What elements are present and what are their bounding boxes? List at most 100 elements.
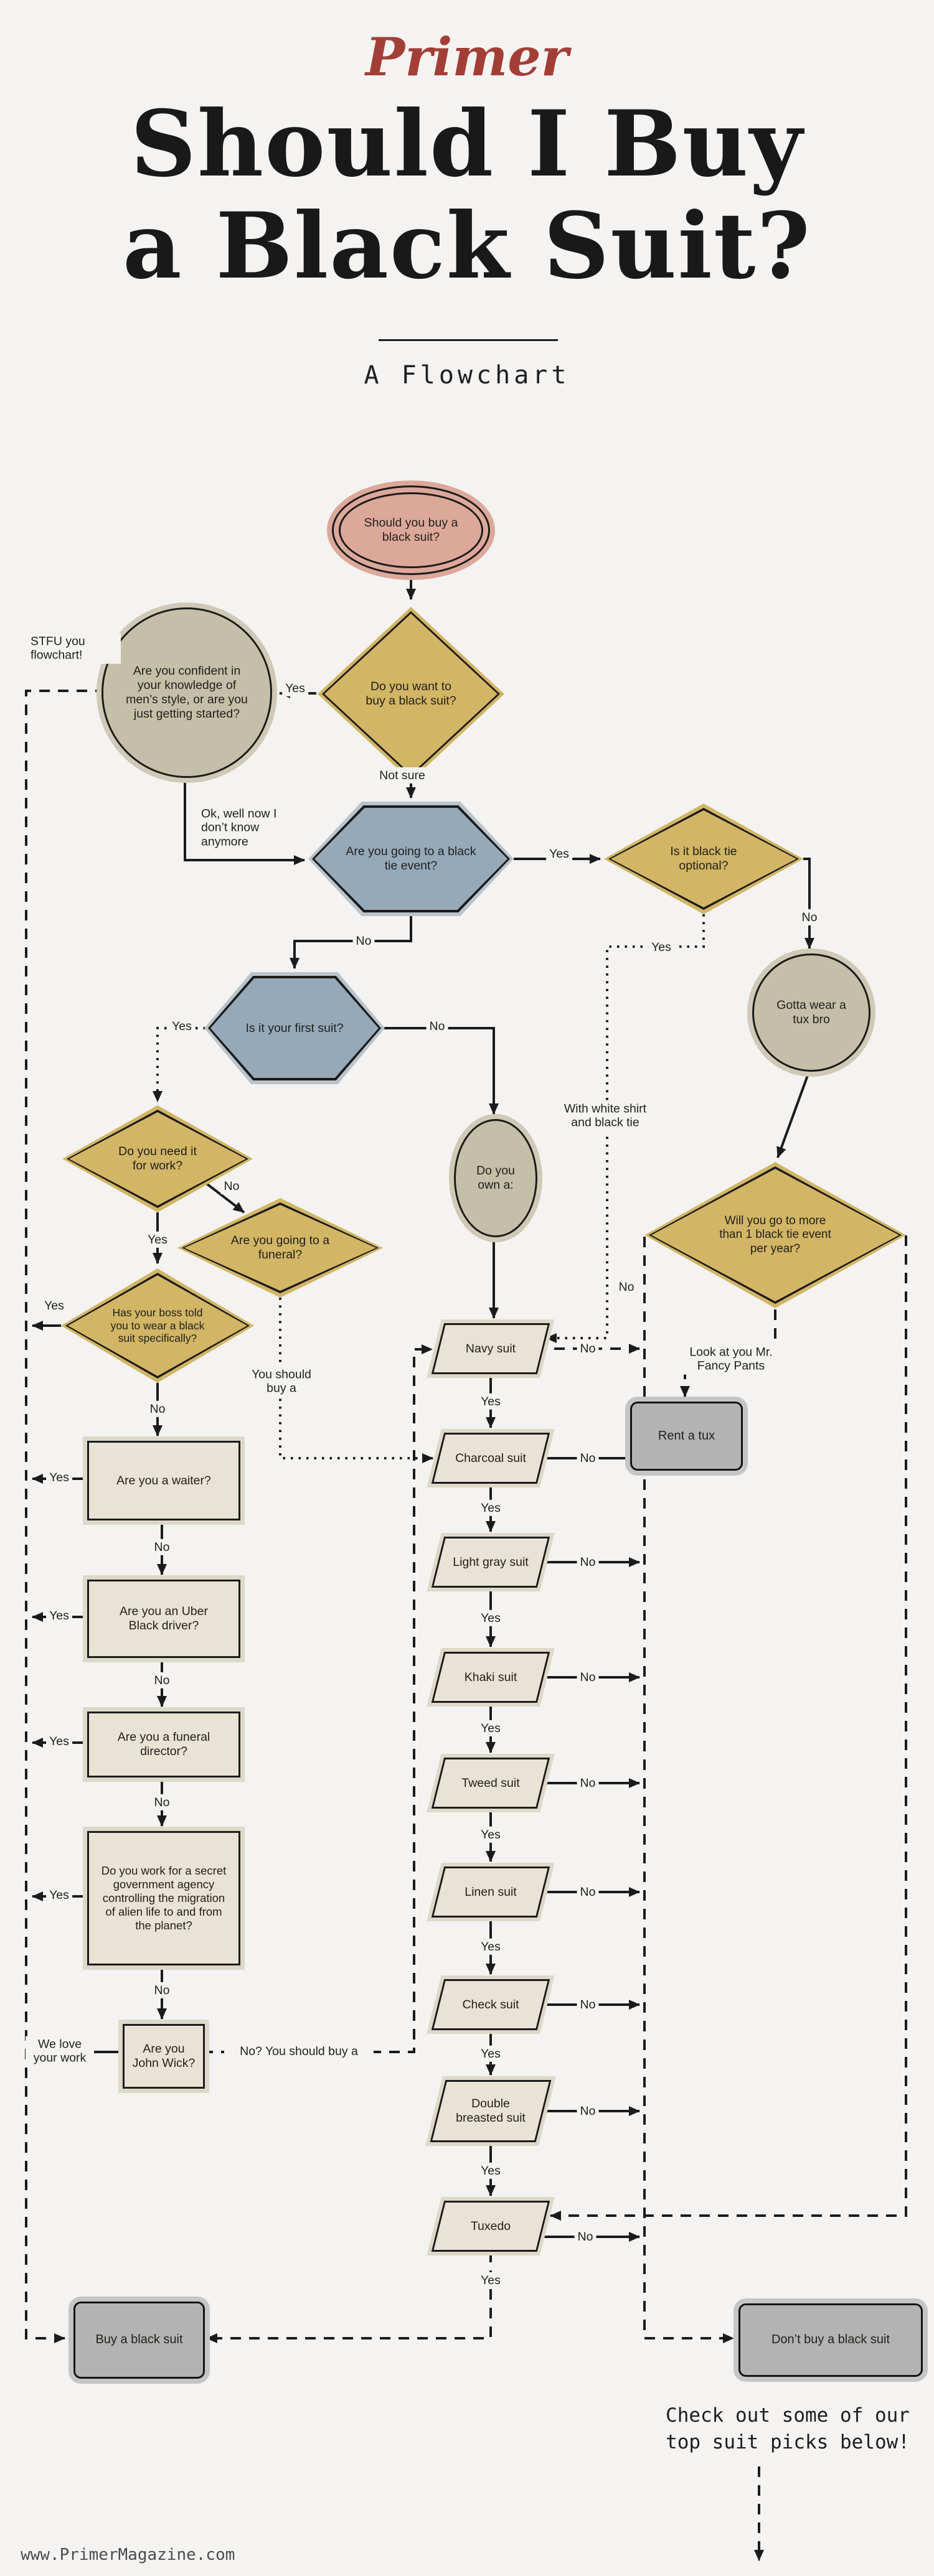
node-first-suit: Is it your first suit? [204, 972, 385, 1084]
title-line1: Should I Buy [130, 91, 804, 197]
node-funeral-director: Are you a funeral director? [87, 1712, 240, 1777]
label-no-uber: No [151, 1672, 173, 1689]
label-we-love: We love your work [26, 2036, 94, 2067]
node-charcoal-suit: Charcoal suit [431, 1433, 550, 1484]
edge-johnwick-navy-no [202, 1344, 433, 2053]
node-light-gray-label: Light gray suit [453, 1555, 529, 1569]
node-tie-optional: Is it black tie optional? [604, 803, 803, 914]
node-more-than-one-label: Will you go to more than 1 black tie eve… [719, 1214, 831, 1255]
node-confident: Are you confident in your knowledge of m… [101, 607, 272, 778]
node-dont-buy-label: Don’t buy a black suit [771, 2333, 890, 2347]
node-boss: Has your boss told you to wear a black s… [61, 1268, 254, 1383]
label-no-tuxedo: No [574, 2228, 597, 2246]
node-rent-tux-label: Rent a tux [658, 1428, 715, 1443]
label-yes-optional: Yes [648, 939, 674, 956]
label-yes-secret: Yes [46, 1886, 72, 1904]
cta-text: Check out some of our top suit picks belo… [644, 2402, 931, 2457]
node-funeral: Are you going to a funeral? [177, 1198, 383, 1298]
edge-morethanone-tuxedo [550, 1235, 907, 2221]
label-no-secret: No [151, 1982, 173, 1999]
edge-optional-tuxbro-no [803, 858, 814, 949]
edge-tuxbro-morethanone [776, 1070, 811, 1158]
node-start: Should you buy a black suit? [327, 480, 495, 580]
label-white-shirt: With white shirt and black tie [549, 1100, 661, 1131]
label-yes-charcoal: Yes [478, 1499, 504, 1517]
label-no-linen: No [577, 1883, 599, 1901]
label-no-firstsuit: No [426, 1018, 448, 1035]
edge-confident-blacktie [184, 774, 305, 865]
label-no-optional: No [798, 909, 821, 926]
node-boss-label: Has your boss told you to wear a black s… [110, 1306, 205, 1345]
label-no-boss: No [146, 1400, 169, 1418]
node-need-work: Do you need it for work? [62, 1105, 253, 1212]
label-yes-check: Yes [478, 2045, 504, 2063]
node-check-suit: Check suit [431, 1979, 550, 2030]
node-waiter: Are you a waiter? [87, 1441, 240, 1520]
label-no-tweed: No [577, 1774, 599, 1792]
node-dont-buy-black-suit: Don’t buy a black suit [738, 2303, 923, 2377]
node-tuxedo: Tuxedo [431, 2201, 550, 2252]
node-funeral-director-label: Are you a funeral director? [117, 1730, 210, 1758]
node-navy-suit: Navy suit [431, 1323, 550, 1374]
node-funeral-label: Are you going to a funeral? [230, 1234, 330, 1262]
node-light-gray-suit: Light gray suit [431, 1537, 550, 1588]
node-need-work-label: Do you need it for work? [118, 1145, 197, 1173]
node-john-wick-label: Are you John Wick? [132, 2042, 196, 2070]
oval-inner-ring [339, 492, 483, 568]
node-tuxedo-label: Tuxedo [470, 2219, 511, 2233]
primer-logo: Primer [366, 26, 568, 88]
label-yes-doublebreasted: Yes [478, 2162, 504, 2180]
node-john-wick: Are you John Wick? [123, 2024, 205, 2089]
title-line2: a Black Suit? [123, 192, 811, 299]
label-yes-waiter: Yes [46, 1469, 72, 1486]
label-look-at-you: Look at you Mr. Fancy Pants [669, 1344, 793, 1375]
label-no-blacktie: No [352, 932, 375, 950]
node-start-label: Should you buy a black suit? [364, 516, 458, 544]
label-no-you-should: No? You should buy a [224, 2043, 374, 2060]
node-double-breasted-suit: Double breasted suit [430, 2080, 552, 2142]
label-no-doublebreasted: No [577, 2102, 599, 2120]
label-no-morethanone: No [615, 1278, 638, 1296]
subtitle: A Flowchart [364, 361, 570, 390]
label-yes-firstsuit: Yes [169, 1018, 195, 1035]
edge-work-funeral-no [205, 1183, 245, 1214]
label-no-waiter: No [151, 1539, 173, 1556]
node-tie-optional-label: Is it black tie optional? [670, 845, 737, 873]
label-ok-well: Ok, well now I don’t know anymore [201, 807, 277, 849]
node-uber: Are you an Uber Black driver? [87, 1580, 240, 1658]
node-waiter-label: Are you a waiter? [116, 1473, 211, 1487]
node-secret-agency-label: Do you work for a secret government agen… [101, 1864, 227, 1932]
label-yes-work: Yes [144, 1231, 171, 1248]
edge-firstsuit-own-no [384, 1027, 499, 1115]
node-charcoal-label: Charcoal suit [455, 1451, 526, 1465]
label-no-funeraldirector: No [151, 1794, 173, 1811]
node-black-tie-event-label: Are you going to a black tie event? [346, 845, 476, 873]
oval-outer-ring [332, 485, 490, 575]
label-no-lightgray: No [577, 1553, 599, 1571]
node-own-label: Do you own a: [476, 1164, 515, 1192]
node-tux-bro-label: Gotta wear a tux bro [776, 998, 846, 1026]
node-rent-tux: Rent a tux [630, 1402, 743, 1471]
label-yes-tweed: Yes [478, 1826, 504, 1843]
cta-line2: top suit picks below! [666, 2431, 910, 2454]
label-yes-khaki: Yes [478, 1720, 504, 1737]
node-confident-label: Are you confident in your knowledge of m… [126, 664, 248, 721]
label-you-should: You should buy a [247, 1366, 316, 1397]
edge-blacktie-firstsuit-no [290, 916, 412, 969]
node-double-breasted-label: Double breasted suit [456, 2097, 526, 2125]
cta-line1: Check out some of our [666, 2404, 910, 2427]
label-yes-linen: Yes [478, 1938, 504, 1955]
node-secret-agency: Do you work for a secret government agen… [87, 1831, 240, 1965]
node-khaki-suit: Khaki suit [431, 1652, 550, 1703]
node-buy-black-suit: Buy a black suit [73, 2302, 205, 2379]
label-stfu: STFU you flowchart! [27, 633, 121, 664]
node-tweed-label: Tweed suit [461, 1776, 520, 1790]
node-black-tie-event: Are you going to a black tie event? [308, 802, 514, 916]
node-buy-black-label: Buy a black suit [95, 2333, 183, 2347]
label-yes-uber: Yes [46, 1607, 72, 1624]
node-uber-label: Are you an Uber Black driver? [120, 1604, 208, 1632]
node-first-suit-label: Is it your first suit? [245, 1021, 344, 1035]
label-yes-navy: Yes [478, 1393, 504, 1410]
